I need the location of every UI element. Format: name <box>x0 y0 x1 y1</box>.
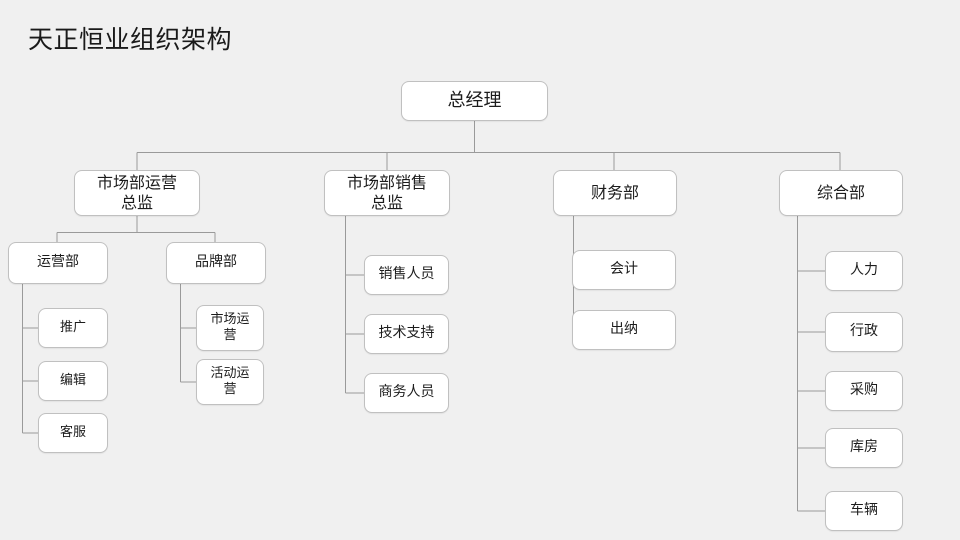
node-label: 品牌部 <box>195 254 237 271</box>
node-warehouse[interactable]: 库房 <box>825 428 903 468</box>
node-finance-department[interactable]: 财务部 <box>553 170 677 216</box>
node-label: 运营部 <box>37 254 79 271</box>
node-label: 市场运 营 <box>210 312 250 343</box>
node-general-manager[interactable]: 总经理 <box>401 81 548 121</box>
node-purchasing[interactable]: 采购 <box>825 371 903 411</box>
node-label: 销售人员 <box>378 266 435 283</box>
node-label: 采购 <box>850 382 878 399</box>
node-marketing-operations-director[interactable]: 市场部运营 总监 <box>74 170 200 216</box>
node-promotion[interactable]: 推广 <box>38 308 108 348</box>
node-label: 编辑 <box>59 373 86 389</box>
node-vehicles[interactable]: 车辆 <box>825 491 903 531</box>
node-label: 库房 <box>850 439 878 456</box>
node-label: 总经理 <box>447 90 502 112</box>
node-human-resources[interactable]: 人力 <box>825 251 903 291</box>
node-label: 客服 <box>59 425 86 441</box>
node-label: 推广 <box>59 320 86 336</box>
node-accounting[interactable]: 会计 <box>572 250 676 290</box>
node-label: 商务人员 <box>378 384 435 401</box>
node-event-operations[interactable]: 活动运 营 <box>196 359 264 405</box>
node-market-operations[interactable]: 市场运 营 <box>196 305 264 351</box>
node-label: 市场部销售 总监 <box>346 173 427 212</box>
node-label: 市场部运营 总监 <box>96 173 177 212</box>
node-label: 综合部 <box>816 183 865 203</box>
node-technical-support[interactable]: 技术支持 <box>364 314 449 354</box>
node-label: 出纳 <box>610 321 638 338</box>
node-cashier[interactable]: 出纳 <box>572 310 676 350</box>
node-business-staff[interactable]: 商务人员 <box>364 373 449 413</box>
node-label: 会计 <box>610 261 638 278</box>
node-customer-service[interactable]: 客服 <box>38 413 108 453</box>
node-label: 财务部 <box>590 183 639 203</box>
node-operations-department[interactable]: 运营部 <box>8 242 108 284</box>
node-sales-staff[interactable]: 销售人员 <box>364 255 449 295</box>
node-administration[interactable]: 行政 <box>825 312 903 352</box>
node-label: 车辆 <box>850 502 878 519</box>
page-title: 天正恒业组织架构 <box>28 25 233 54</box>
node-label: 行政 <box>850 323 878 340</box>
node-editing[interactable]: 编辑 <box>38 361 108 401</box>
node-label: 人力 <box>850 262 878 279</box>
node-brand-department[interactable]: 品牌部 <box>166 242 266 284</box>
node-general-affairs-department[interactable]: 综合部 <box>779 170 903 216</box>
node-label: 活动运 营 <box>210 366 250 397</box>
node-marketing-sales-director[interactable]: 市场部销售 总监 <box>324 170 450 216</box>
node-label: 技术支持 <box>378 325 435 342</box>
